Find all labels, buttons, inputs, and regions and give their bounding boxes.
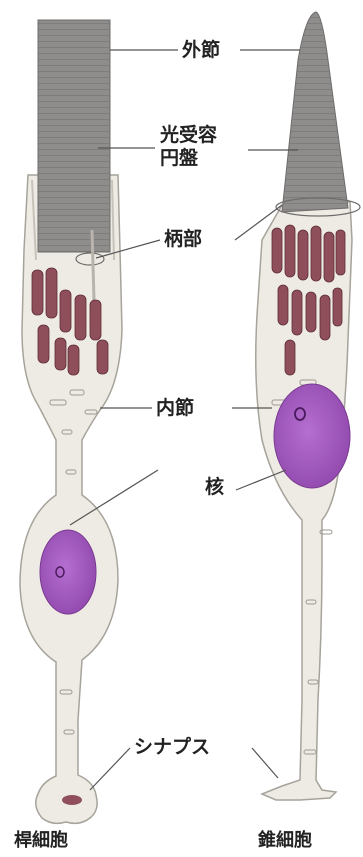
label-disc-line2: 円盤 <box>158 147 200 169</box>
rod-outer-segment <box>38 20 110 252</box>
cone-nucleus <box>274 384 350 488</box>
rod-nucleus <box>40 530 96 614</box>
label-synapse: シナプス <box>132 736 212 758</box>
label-inner-segment: 内節 <box>154 397 196 419</box>
caption-rod: 桿細胞 <box>14 826 68 852</box>
label-disc-line1: 光受容 <box>158 124 219 146</box>
label-stalk: 柄部 <box>162 228 204 250</box>
label-nucleus: 核 <box>203 476 226 498</box>
caption-cone: 錐細胞 <box>258 826 312 852</box>
cone-outer-segment <box>282 12 348 212</box>
label-outer-segment: 外節 <box>180 39 222 61</box>
cone-cell <box>256 12 360 800</box>
rod-cell <box>20 20 122 823</box>
